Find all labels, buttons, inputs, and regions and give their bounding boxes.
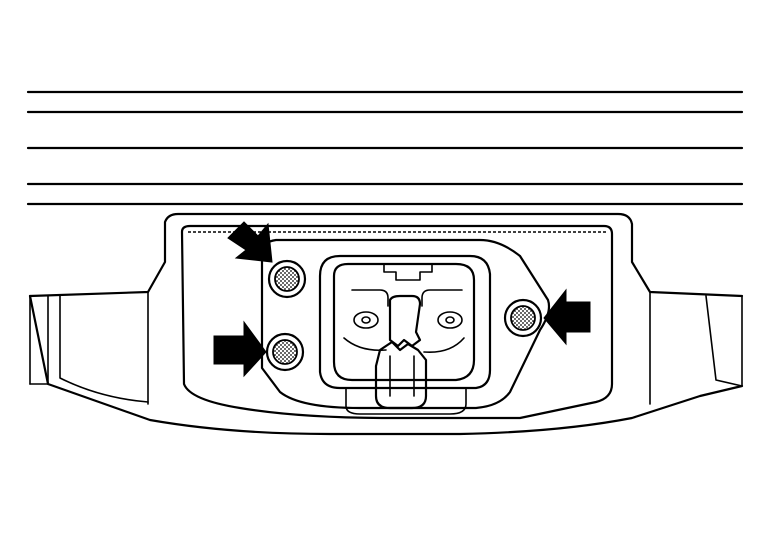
latch-top-notch — [383, 263, 433, 281]
arrow-lower-left — [213, 320, 267, 378]
latch-body — [318, 254, 492, 415]
right-seam — [705, 295, 743, 387]
latch-left-shoulder — [351, 289, 389, 307]
latch-arm-left — [343, 337, 387, 352]
latch-base-plate — [260, 238, 551, 410]
latch-hook-bottom — [374, 340, 428, 410]
arrow-right — [543, 288, 591, 346]
panel-lines — [26, 90, 744, 206]
mounting-recess — [180, 224, 614, 420]
latch-arm-right — [423, 337, 465, 354]
latch-inner-housing — [332, 262, 476, 382]
bolts — [265, 259, 543, 372]
latch-slot-left — [353, 311, 379, 329]
arrows — [213, 221, 591, 378]
latch-hook-top — [388, 294, 422, 348]
recess-outline — [180, 224, 614, 420]
latch-slot-right — [437, 311, 463, 329]
bolt-right — [503, 298, 543, 338]
bolt-lower-left — [265, 332, 305, 372]
lower-panel-bottom-edge — [28, 294, 744, 436]
latch-lower-lip — [345, 387, 467, 415]
latch-slot-left-inner — [361, 316, 371, 324]
latch-base — [260, 238, 551, 410]
latch-slot-right-inner — [445, 316, 455, 324]
lower-panel — [28, 212, 744, 436]
arrow-upper-left — [227, 221, 273, 263]
left-seam — [59, 295, 149, 403]
latch-outer-housing — [318, 254, 492, 390]
lower-panel-top-edge — [28, 212, 744, 298]
latch-right-shoulder — [421, 289, 463, 307]
bolt-upper-left — [267, 259, 307, 299]
